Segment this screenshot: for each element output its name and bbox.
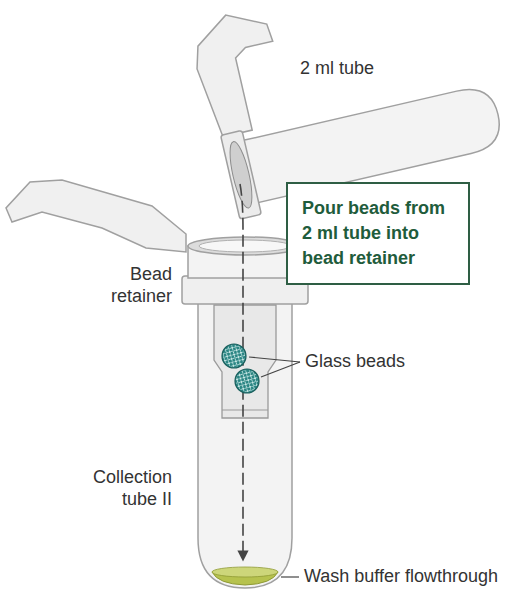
part-label: Collection tube II xyxy=(70,467,172,510)
retainer-lid xyxy=(6,180,186,252)
retainer-column xyxy=(214,305,276,418)
leader-lines xyxy=(249,357,300,577)
part-label: 2 ml tube xyxy=(300,58,420,80)
instruction-text: Pour beads from 2 ml tube into bead reta… xyxy=(302,196,454,270)
part-label: Bead retainer xyxy=(70,264,172,307)
glass-beads xyxy=(222,344,259,393)
collection-tube xyxy=(198,300,292,588)
part-label: Wash buffer flowthrough xyxy=(304,566,504,588)
instruction-box: Pour beads from 2 ml tube into bead reta… xyxy=(286,182,470,285)
part-label: Glass beads xyxy=(305,351,455,373)
